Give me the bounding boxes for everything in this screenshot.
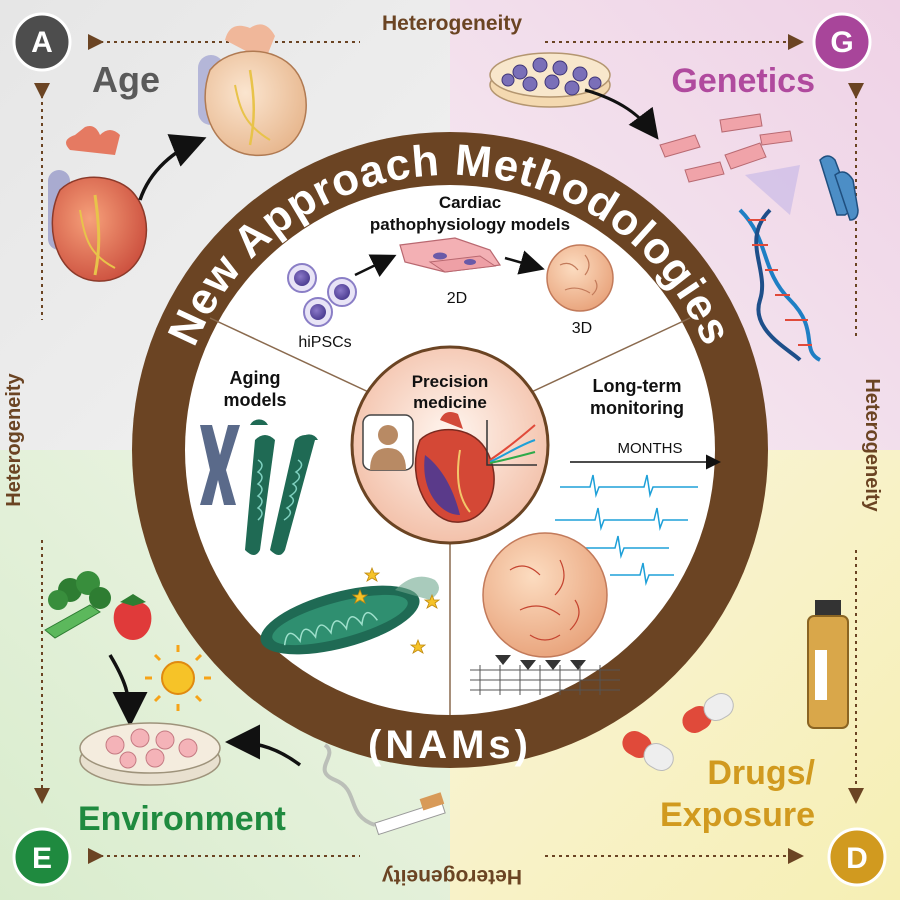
telomere-chromosome-icon — [245, 419, 318, 555]
badge-age-letter: A — [31, 26, 53, 59]
label-environment: Environment — [78, 800, 286, 838]
badge-age: A — [12, 12, 72, 72]
strawberry-icon — [113, 594, 152, 640]
cardiomyocytes-icon — [659, 113, 793, 183]
hipsc-cells-icon — [287, 263, 357, 327]
heterogeneity-left: Heterogeneity — [3, 372, 25, 506]
age-arrow — [138, 134, 207, 201]
label-genetics: Genetics — [671, 62, 815, 100]
organoid-on-chip-icon — [470, 532, 620, 695]
heterogeneity-arrows — [34, 34, 864, 864]
organoid-3d-icon — [546, 244, 614, 312]
cigarette-icon — [322, 743, 446, 836]
ring-abbrev: (NAMs) — [368, 723, 532, 767]
broccoli-icon — [44, 571, 111, 639]
label-drugs-line2: Exposure — [660, 796, 815, 834]
heterogeneity-bottom: Heterogeneity — [382, 865, 522, 888]
aging-title-line1: Aging — [230, 368, 281, 388]
cardiac-title-line1: Cardiac — [439, 193, 501, 212]
badge-genetics: G — [812, 12, 872, 72]
patient-icon — [362, 414, 414, 471]
badge-environment-letter: E — [32, 842, 52, 875]
petri-dish-environment-icon — [79, 722, 221, 786]
petri-dish-genetics-icon — [489, 52, 611, 108]
cardiac-arrow-2 — [504, 250, 545, 275]
badge-environment: E — [12, 827, 72, 887]
env-arrow-smoke — [225, 724, 302, 767]
heterogeneity-top: Heterogeneity — [382, 12, 522, 35]
sun-icon — [145, 645, 211, 711]
pill-bottle-icon — [807, 600, 849, 729]
cardiac-arrow-1 — [354, 254, 397, 277]
ecg-traces — [555, 474, 698, 586]
zoom-cone — [745, 165, 800, 215]
badge-drugs: D — [827, 827, 887, 887]
badge-drugs-letter: D — [846, 842, 868, 875]
old-heart-icon — [198, 24, 307, 156]
label-drugs-line1: Drugs/ — [707, 754, 815, 792]
monitoring-title-line1: Long-term — [593, 376, 682, 396]
badge-genetics-letter: G — [830, 26, 853, 59]
chromosome-icon — [819, 155, 859, 221]
genetics-arrow — [584, 88, 659, 140]
dna-icon — [738, 208, 822, 362]
months-label: MONTHS — [618, 440, 683, 457]
label-hipscs: hiPSCs — [298, 334, 351, 351]
cardiomyocyte-2d-icon — [399, 237, 502, 273]
heart-center-icon — [414, 412, 495, 523]
env-arrow-food — [108, 654, 148, 727]
young-heart-icon — [48, 126, 148, 282]
label-3d: 3D — [572, 320, 592, 337]
aging-title-line2: models — [223, 390, 286, 410]
growth-chart-icon — [486, 420, 537, 466]
chromosome-x-icon — [200, 425, 240, 505]
cardiac-title-line2: pathophysiology models — [370, 215, 570, 234]
center-title-line1: Precision — [412, 372, 489, 391]
label-2d: 2D — [447, 290, 467, 307]
capsule-icon — [622, 693, 734, 771]
label-age: Age — [92, 59, 160, 100]
monitoring-title-line2: monitoring — [590, 398, 684, 418]
heterogeneity-right: Heterogeneity — [861, 378, 883, 512]
center-title-line2: medicine — [413, 393, 487, 412]
mitochondrion-icon — [260, 566, 441, 655]
